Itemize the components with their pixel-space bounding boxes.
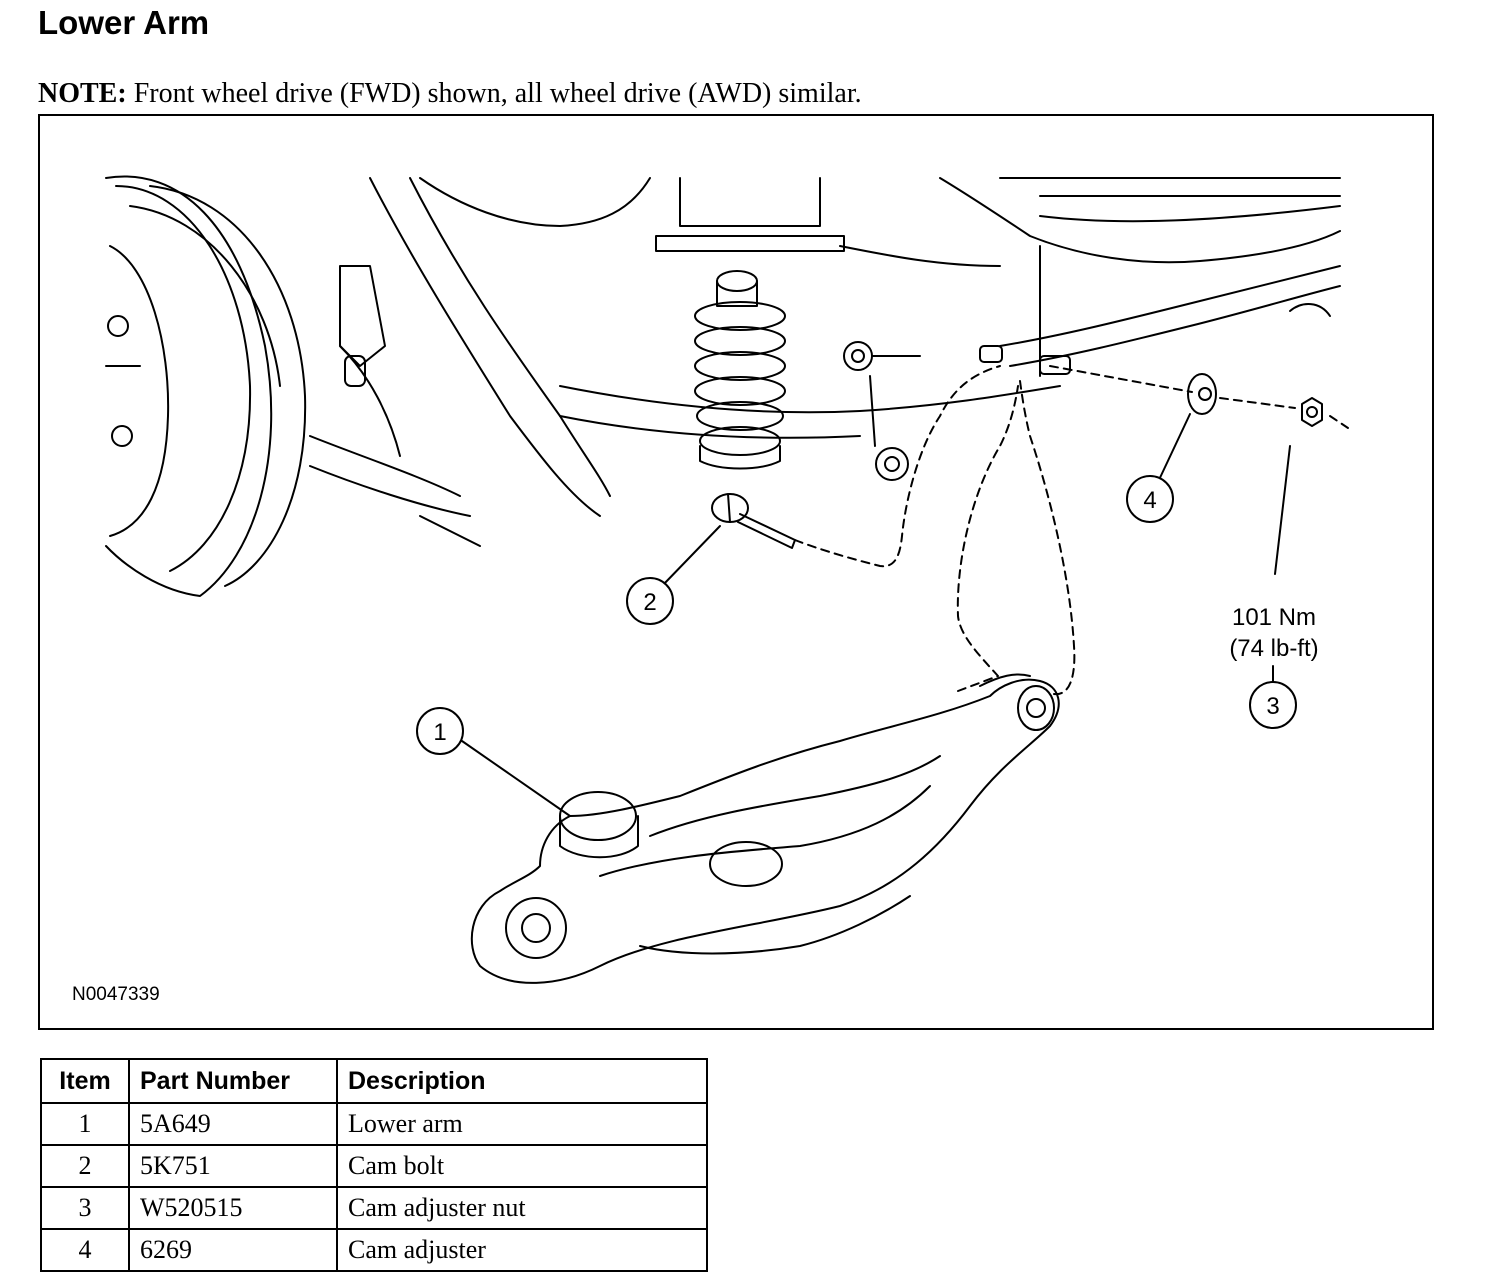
cell-part-number: W520515 bbox=[128, 1186, 338, 1230]
note: NOTE: Front wheel drive (FWD) shown, all… bbox=[38, 78, 862, 110]
cell-item: 3 bbox=[40, 1186, 130, 1230]
cell-part-number: 6269 bbox=[128, 1228, 338, 1272]
callout-4: 4 bbox=[1126, 475, 1174, 523]
callout-3: 3 bbox=[1249, 681, 1297, 729]
subframe-drawing bbox=[559, 177, 1341, 439]
cam-bolt-drawing bbox=[711, 365, 1001, 568]
cell-item: 4 bbox=[40, 1228, 130, 1272]
callout-4-label: 4 bbox=[1143, 487, 1156, 514]
cell-item: 2 bbox=[40, 1144, 130, 1188]
header-part-number: Part Number bbox=[128, 1058, 338, 1104]
table-header-row: Item Part Number Description bbox=[40, 1058, 708, 1104]
header-description: Description bbox=[336, 1058, 708, 1104]
lower-arm-drawing bbox=[470, 380, 1076, 984]
callout-1-label: 1 bbox=[433, 719, 446, 746]
cam-hardware-drawing bbox=[1049, 365, 1349, 429]
parts-table: Item Part Number Description 1 5A649 Low… bbox=[40, 1058, 708, 1272]
knuckle-drawing bbox=[309, 177, 651, 547]
table-row: 1 5A649 Lower arm bbox=[40, 1102, 708, 1146]
cell-part-number: 5A649 bbox=[128, 1102, 338, 1146]
cell-part-number: 5K751 bbox=[128, 1144, 338, 1188]
strut-spring-drawing bbox=[655, 177, 921, 481]
cell-description: Cam adjuster bbox=[336, 1228, 708, 1272]
torque-nm: 101 Nm bbox=[1232, 604, 1316, 631]
callout-2: 2 bbox=[626, 577, 674, 625]
brake-rotor-drawing bbox=[105, 175, 307, 597]
callout-2-label: 2 bbox=[643, 589, 656, 616]
illustration-frame: 1 2 3 4 101 Nm (74 lb-ft) N0047339 bbox=[38, 114, 1434, 1030]
suspension-illustration: 1 2 3 4 101 Nm (74 lb-ft) N0047339 bbox=[72, 175, 1349, 1005]
callout-leaders bbox=[461, 413, 1291, 817]
callout-3-label: 3 bbox=[1266, 693, 1279, 720]
cell-description: Cam bolt bbox=[336, 1144, 708, 1188]
page-title: Lower Arm bbox=[38, 4, 210, 41]
figure-id: N0047339 bbox=[72, 984, 160, 1005]
note-label: NOTE: bbox=[38, 78, 127, 109]
note-text: Front wheel drive (FWD) shown, all wheel… bbox=[126, 78, 862, 109]
table-row: 2 5K751 Cam bolt bbox=[40, 1144, 708, 1188]
table-row: 3 W520515 Cam adjuster nut bbox=[40, 1186, 708, 1230]
cell-description: Cam adjuster nut bbox=[336, 1186, 708, 1230]
header-item: Item bbox=[40, 1058, 130, 1104]
cell-item: 1 bbox=[40, 1102, 130, 1146]
torque-lbft: (74 lb-ft) bbox=[1229, 635, 1318, 662]
callout-1: 1 bbox=[416, 707, 464, 755]
cell-description: Lower arm bbox=[336, 1102, 708, 1146]
table-row: 4 6269 Cam adjuster bbox=[40, 1228, 708, 1272]
